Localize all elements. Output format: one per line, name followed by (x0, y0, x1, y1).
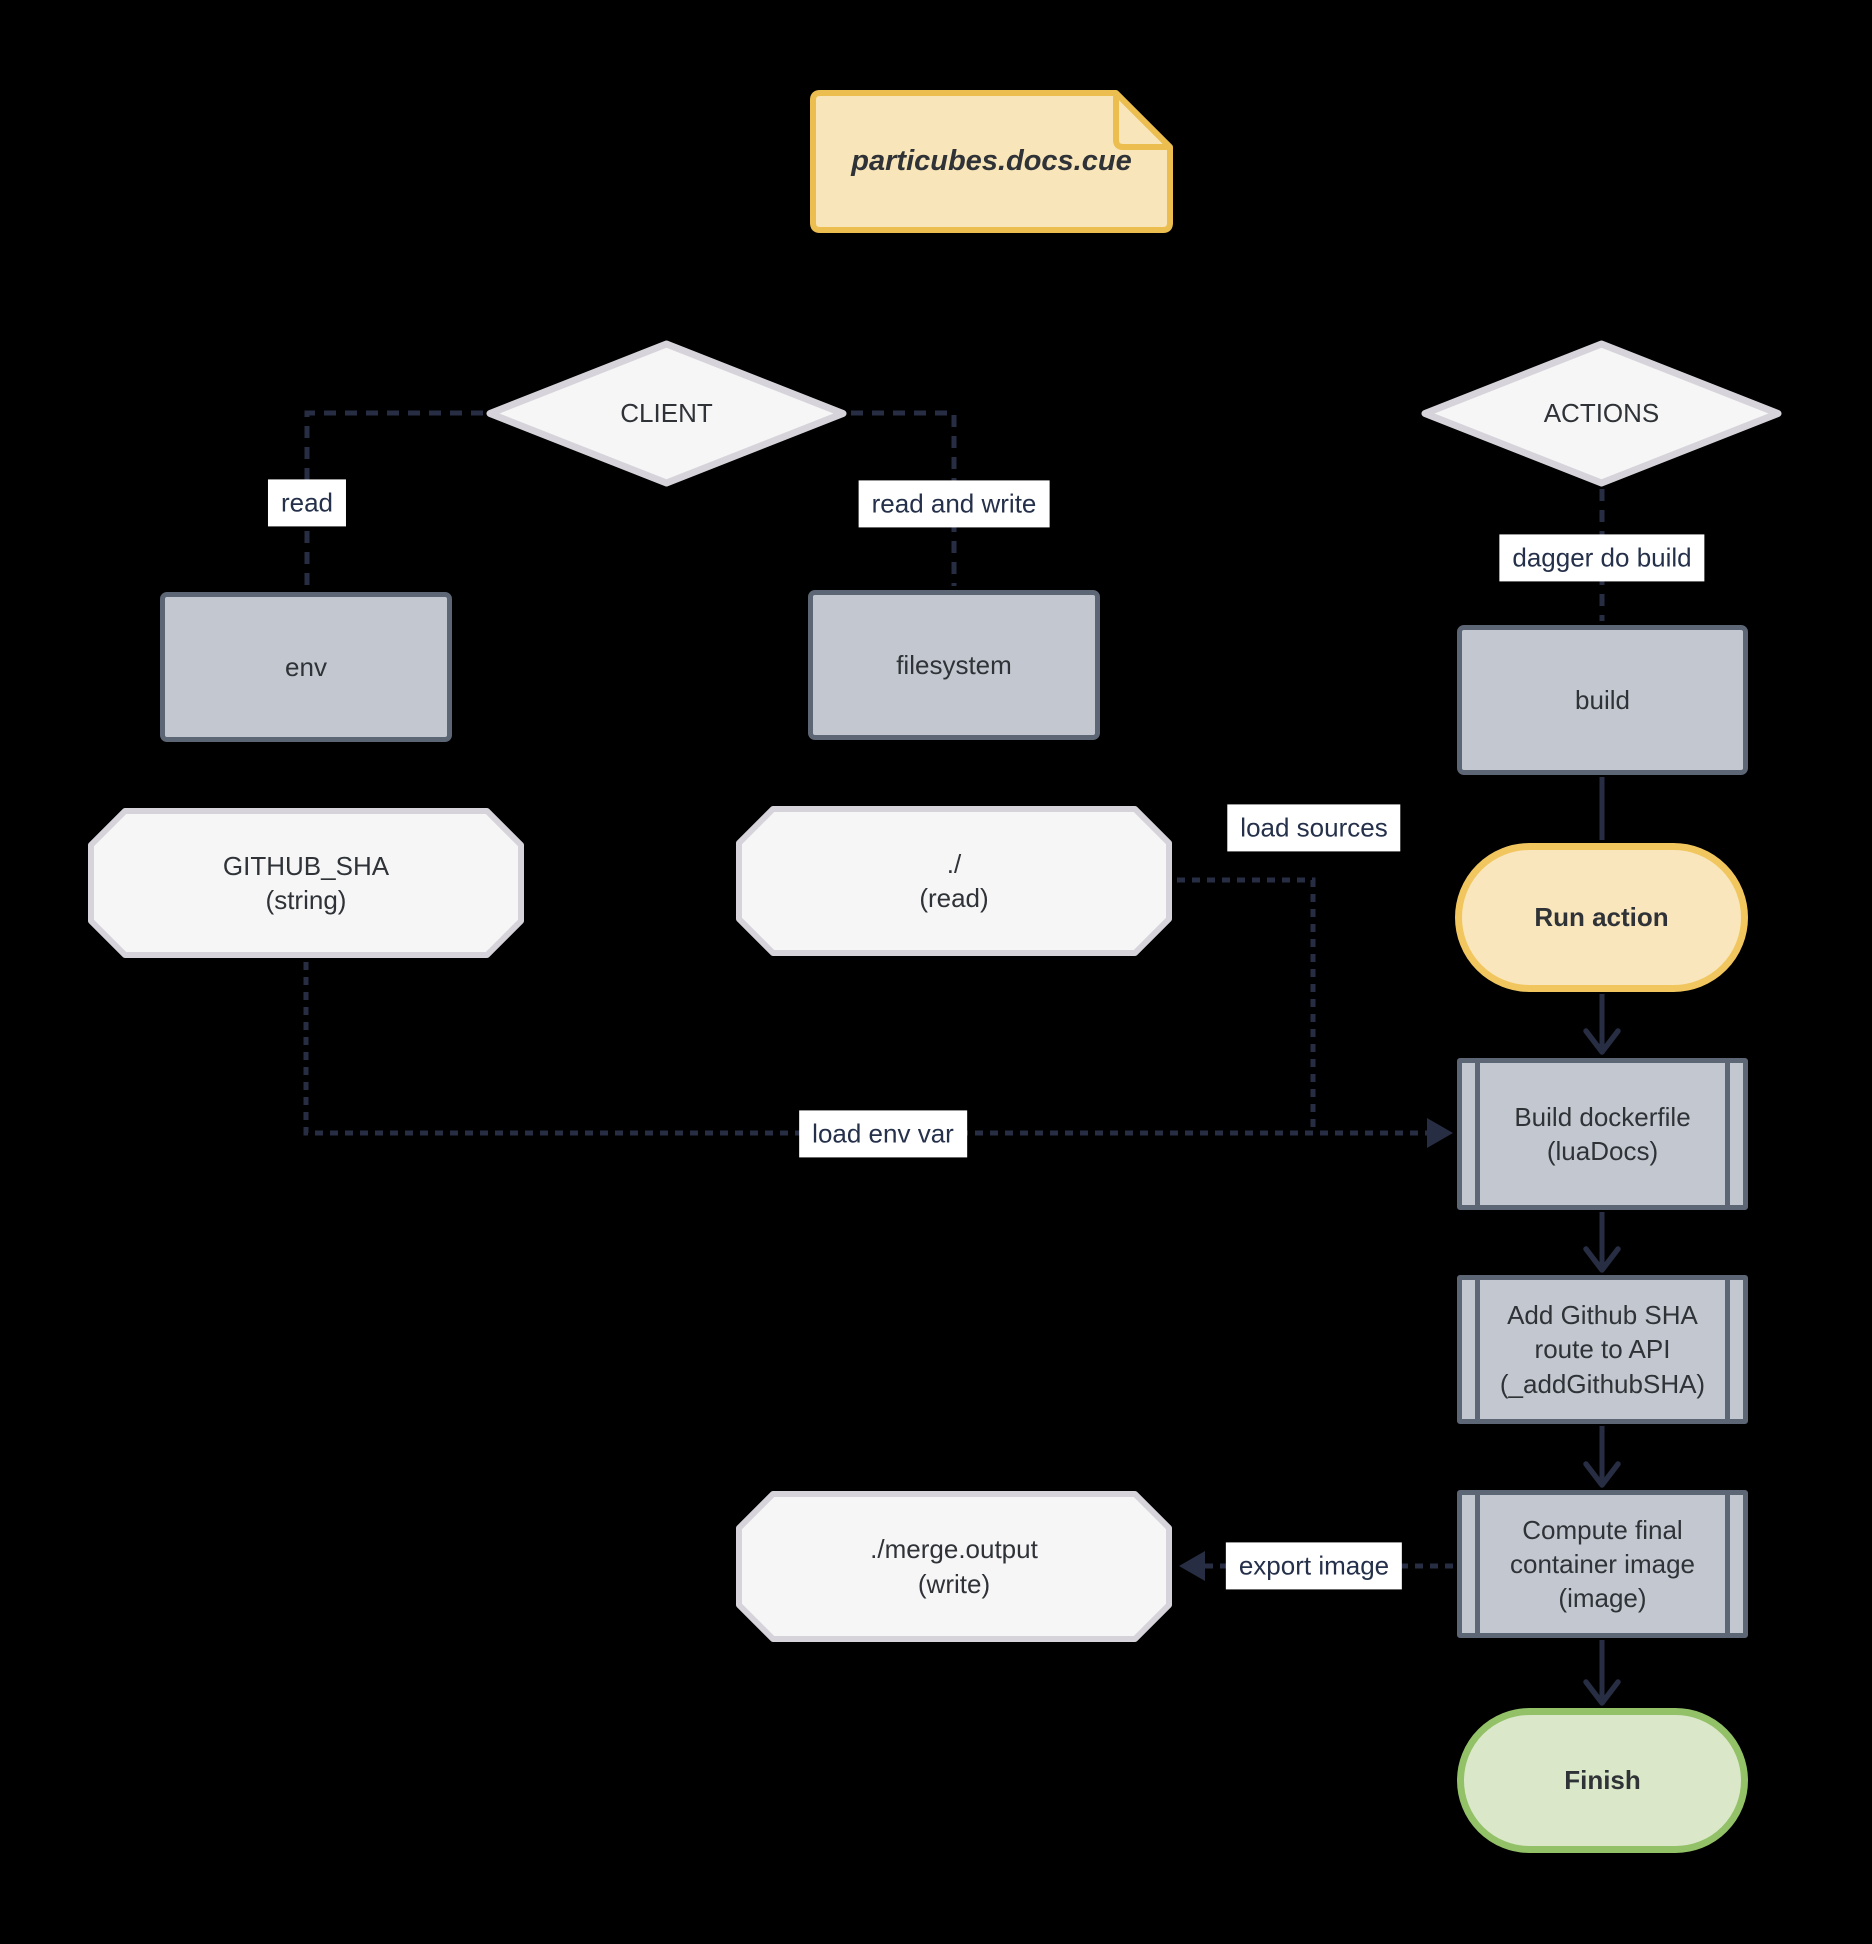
subroutine-bar (1475, 1495, 1480, 1633)
note-particubes-docs-cue: particubes.docs.cue (808, 88, 1175, 235)
node-build-dockerfile-label: Build dockerfile (luaDocs) (1514, 1101, 1691, 1166)
subroutine-bar (1725, 1063, 1730, 1205)
node-github-sha: GITHUB_SHA (string) (87, 807, 525, 959)
node-github-sha-label: GITHUB_SHA (string) (222, 850, 390, 915)
edge-load-env-var (303, 962, 1428, 1136)
node-build-label: build (1575, 684, 1630, 715)
edge-label-export-image: export image (1225, 1542, 1403, 1590)
node-finish: Finish (1457, 1708, 1748, 1853)
subroutine-bar (1475, 1063, 1480, 1205)
octagon-shape (736, 806, 1172, 956)
node-actions: ACTIONS (1418, 337, 1785, 490)
node-workdir-read-label: ./ (read) (919, 848, 989, 913)
subroutine-bar (1475, 1280, 1480, 1419)
arrowhead-addsha (1583, 1246, 1621, 1273)
node-filesystem-label: filesystem (896, 649, 1012, 680)
octagon-shape (736, 1491, 1172, 1642)
edge-label-read-and-write: read and write (858, 480, 1050, 528)
node-merge-output-label: ./merge.output (write) (870, 1534, 1038, 1599)
node-compute-image: Compute final container image (image) (1457, 1490, 1748, 1638)
edge-label-load-env-var: load env var (799, 1110, 967, 1158)
subroutine-bar (1725, 1495, 1730, 1633)
octagon-shape (88, 808, 524, 958)
arrowhead-load-env-var (1427, 1118, 1453, 1148)
node-filesystem: filesystem (808, 590, 1100, 740)
diamond-shape (486, 340, 847, 487)
node-run-action-label: Run action (1534, 902, 1669, 933)
arrowhead-builddockerfile (1583, 1028, 1621, 1055)
edge-label-dagger-do-build: dagger do build (1499, 534, 1705, 582)
node-actions-label: ACTIONS (1543, 398, 1660, 429)
arrowhead-finish (1583, 1679, 1621, 1706)
note-shape (810, 90, 1173, 233)
node-add-github-sha: Add Github SHA route to API (_addGithubS… (1457, 1275, 1748, 1424)
edge-label-read: read (267, 479, 347, 527)
subroutine-bar (1725, 1280, 1730, 1419)
edge-label-load-sources: load sources (1227, 804, 1401, 852)
arrowhead-compute (1583, 1461, 1621, 1488)
node-client-label: CLIENT (620, 398, 713, 429)
node-build-dockerfile: Build dockerfile (luaDocs) (1457, 1058, 1748, 1210)
note-label: particubes.docs.cue (851, 145, 1132, 178)
node-add-github-sha-label: Add Github SHA route to API (_addGithubS… (1499, 1300, 1706, 1399)
node-env-label: env (285, 651, 327, 682)
node-workdir-read: ./ (read) (735, 805, 1173, 957)
node-merge-output: ./merge.output (write) (735, 1490, 1173, 1643)
node-finish-label: Finish (1564, 1765, 1641, 1796)
node-run-action: Run action (1455, 843, 1748, 992)
node-compute-image-label: Compute final container image (image) (1510, 1514, 1695, 1614)
diamond-shape (1421, 340, 1782, 487)
node-client: CLIENT (483, 337, 850, 490)
node-env: env (160, 592, 452, 742)
edge-load-sources (1177, 877, 1316, 1131)
node-build: build (1457, 625, 1748, 775)
arrowhead-export-image (1179, 1551, 1205, 1581)
